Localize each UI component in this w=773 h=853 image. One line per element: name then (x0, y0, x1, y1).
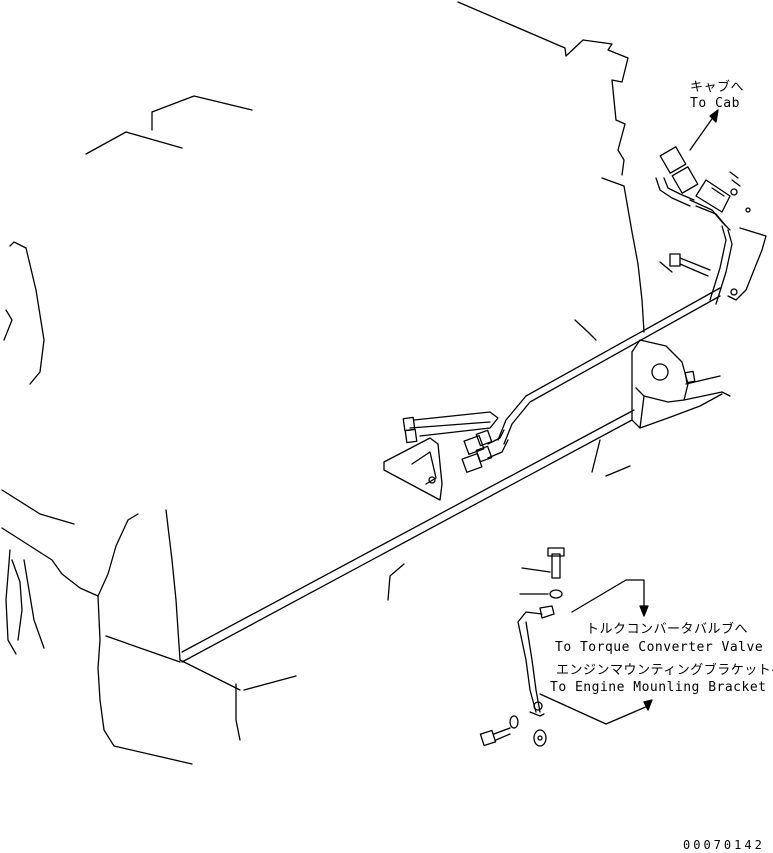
label-to-engine-mounting-jp: エンジンマウンティングブラケットへ (556, 663, 773, 678)
leader-engine-mounting (539, 693, 653, 725)
cab-connectors (655, 146, 767, 301)
label-to-torque-converter-jp: トルクコンバータバルブへ (586, 622, 749, 637)
bolt-upper (669, 253, 711, 277)
leader-torque-converter (571, 579, 649, 617)
arrow-to-cab (689, 109, 719, 151)
mount-bracket (631, 339, 731, 429)
label-to-cab-en: To Cab (690, 96, 740, 111)
center-connector-cluster (383, 411, 509, 501)
main-harness (181, 225, 733, 663)
ground-strap-assembly (479, 547, 565, 747)
engine-outline (1, 1, 673, 765)
label-to-cab-jp: キャブへ (690, 80, 745, 95)
label-to-torque-converter-en: To Torque Converter Valve (555, 640, 764, 655)
part-number: 00070142 (683, 838, 765, 852)
label-to-engine-mounting-en: To Engine Mounling Bracket (550, 680, 767, 695)
